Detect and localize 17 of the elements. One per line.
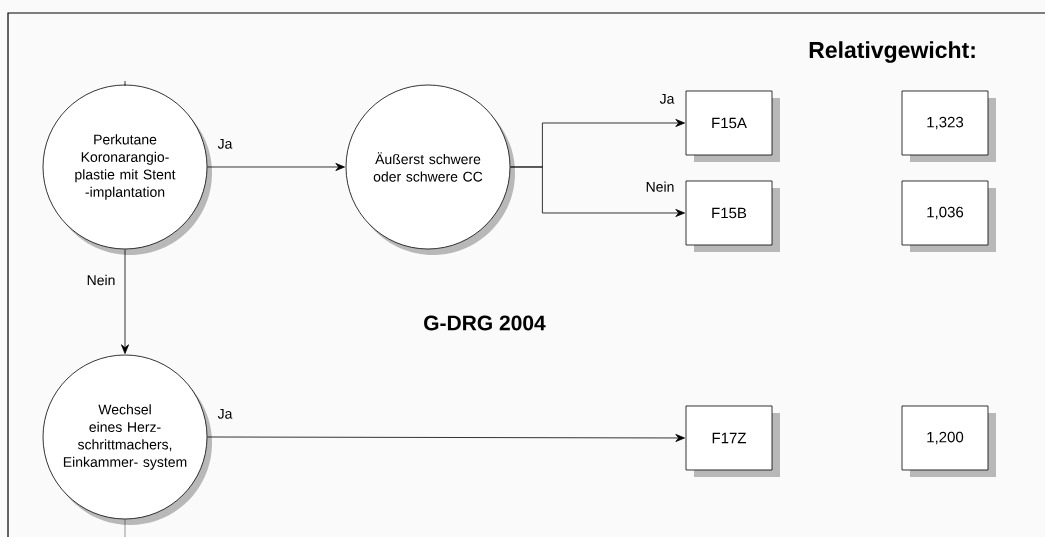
arrow — [510, 166, 685, 217]
arrow — [121, 249, 129, 354]
result-box: 1,323 — [901, 90, 996, 162]
arrow — [207, 434, 685, 442]
result-box: F15B — [685, 180, 780, 252]
result-box: 1,036 — [901, 180, 996, 252]
arrow — [207, 163, 345, 171]
edge-label: Ja — [217, 139, 233, 149]
result-box: F15A — [685, 90, 780, 162]
heading: G-DRG 2004 — [424, 315, 546, 331]
result-box: F17Z — [685, 405, 780, 477]
edge-label: Ja — [217, 409, 233, 419]
result-box: 1,200 — [901, 405, 996, 477]
edge-label: Ja — [659, 94, 675, 104]
edge-label: Nein — [646, 181, 674, 192]
edge-label: Nein — [87, 274, 115, 286]
heading: Relativgewicht: — [809, 41, 975, 63]
